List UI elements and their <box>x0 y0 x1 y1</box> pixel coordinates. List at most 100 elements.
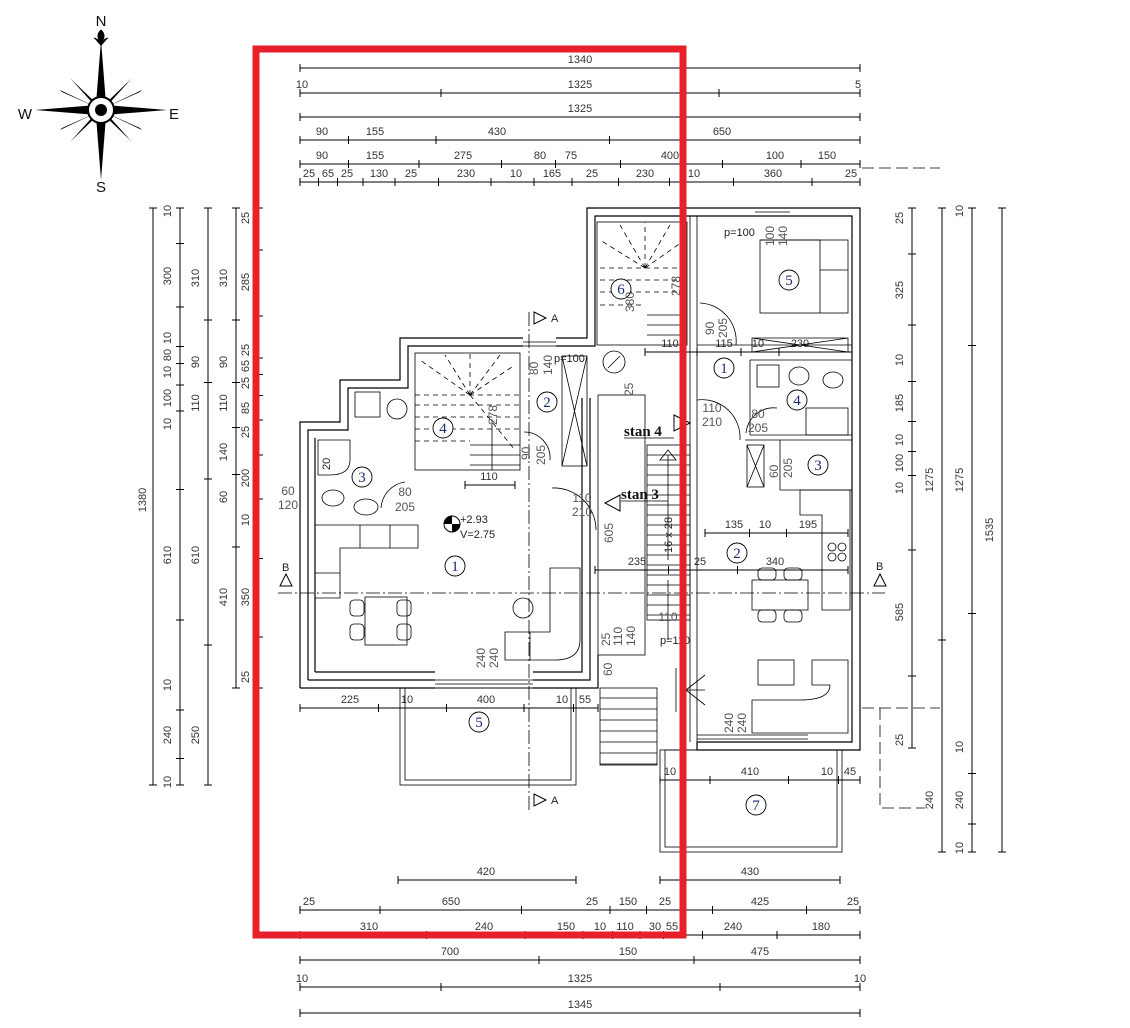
section-a-bottom-marker <box>533 793 548 807</box>
kitchen-counter-right <box>799 489 851 611</box>
stairwell-window-height: 140 <box>624 626 638 646</box>
hall-window-width: 80 <box>527 361 541 375</box>
dimension-value: 25 <box>240 426 252 438</box>
dimension-value: 90 <box>316 150 328 162</box>
dimension-chain: 110 <box>464 471 516 489</box>
dimension-value: 25 <box>847 896 859 908</box>
dimension-value: 230 <box>457 168 475 180</box>
dimension-value: 310 <box>360 921 378 933</box>
dimension-chain: 1325 <box>299 103 861 121</box>
dimension-value: 110 <box>218 394 230 412</box>
dimension-value: 1325 <box>568 79 592 91</box>
bath-door-height: 205 <box>748 421 768 435</box>
section-a-top-marker <box>533 311 548 325</box>
stairwell-dim-25b: 25 <box>599 632 613 646</box>
toilet-icon <box>822 371 844 389</box>
dimension-chain: 420 <box>397 866 577 884</box>
dimension-value: 1340 <box>568 54 592 66</box>
bed-icon <box>759 239 849 314</box>
room-number: 5 <box>475 715 483 731</box>
dimension-value: 90 <box>218 356 230 368</box>
room-number: 3 <box>814 458 822 474</box>
dimension-value: 200 <box>240 469 252 487</box>
dimension-value: 140 <box>218 443 230 461</box>
dimension-value: 110 <box>190 394 202 412</box>
dimension-value: 10 <box>162 366 174 378</box>
dimension-value: 25 <box>586 168 598 180</box>
hall-window-height: 140 <box>541 355 555 375</box>
left-unit-labels: 80 205 90 205 110 210 80 140 p=100 60 12… <box>278 353 592 668</box>
stairwell-height: 605 <box>602 523 616 543</box>
dimension-value: 90 <box>190 356 202 368</box>
dimension-value: 325 <box>894 281 906 299</box>
boiler-icon <box>386 398 408 420</box>
room-number: 7 <box>752 798 760 814</box>
hall-window-parapet: p=100 <box>554 353 585 365</box>
dimension-value: 400 <box>661 150 679 162</box>
landing-width: 110 <box>658 610 677 624</box>
level-value: V=2.75 <box>460 529 495 541</box>
dimension-value: 10 <box>894 354 906 366</box>
dimension-value: 10 <box>162 776 174 788</box>
dimension-value: 10 <box>954 205 966 217</box>
dimension-value: 165 <box>543 168 561 180</box>
stairwell-dim-25a: 25 <box>622 382 636 396</box>
hall-door-height: 205 <box>534 445 548 465</box>
stairwell-window-width: 110 <box>611 627 625 646</box>
dimension-value: 115 <box>715 338 733 350</box>
dimension-value: 25 <box>586 896 598 908</box>
dimension-value: 400 <box>477 694 495 706</box>
dimension-value: 300 <box>162 267 174 285</box>
dimension-value: 110 <box>661 338 679 350</box>
bath-door-swing <box>380 481 406 509</box>
dimension-value: 225 <box>341 694 359 706</box>
dimension-value: 25 <box>894 734 906 746</box>
dimension-value: 55 <box>666 921 678 933</box>
living-window-width-right: 240 <box>722 713 736 733</box>
room-number-left-unit: 5 <box>468 711 490 733</box>
room-number-right-unit: 7 <box>745 794 767 816</box>
living-window-width: 240 <box>474 648 488 668</box>
shower-icon <box>317 439 351 476</box>
storage-door-width: 60 <box>767 464 781 478</box>
dimension-value: 180 <box>812 921 830 933</box>
dimension-value: 25 <box>240 212 252 224</box>
dimension-value: 80 <box>162 349 174 361</box>
hall-door-swing <box>523 431 551 461</box>
entry-door-height: 210 <box>572 505 592 519</box>
terrace-outline <box>862 707 940 809</box>
bath-window-width: 60 <box>281 484 295 498</box>
dimension-chain: 1345 <box>299 999 861 1017</box>
compass-west-label: W <box>18 106 33 123</box>
room-number: 2 <box>543 395 551 411</box>
dimension-value: 110 <box>616 921 634 933</box>
entry-door-swing <box>551 487 597 531</box>
living-window-height-right: 240 <box>735 713 749 733</box>
bedroom-door-swing <box>699 302 737 346</box>
dimension-value: 1380 <box>137 488 149 512</box>
dimension-value: 585 <box>894 603 906 621</box>
entry-door-width: 110 <box>572 491 591 505</box>
bath-door-width: 80 <box>398 485 412 499</box>
bedroom-window-parapet: p=100 <box>724 227 755 239</box>
dimension-value: 25 <box>405 168 417 180</box>
elevation-marker: +2.93 V=2.75 <box>443 514 495 541</box>
stairwell-labels: stan 4 stan 3 605 16 x 28 110 p=110 110 … <box>599 382 690 676</box>
dimension-chain: 1535 <box>984 207 1006 853</box>
dimension-value: 10 <box>162 418 174 430</box>
dimension-value: 240 <box>475 921 493 933</box>
dimension-value: 10 <box>556 694 568 706</box>
right-unit-furniture <box>675 239 851 740</box>
dimension-value: 1275 <box>924 468 936 492</box>
dimension-value: 10 <box>162 205 174 217</box>
room-number-left-unit: 1 <box>444 555 466 577</box>
highlight-selection-box <box>252 45 687 939</box>
dimension-value: 10 <box>296 973 308 985</box>
